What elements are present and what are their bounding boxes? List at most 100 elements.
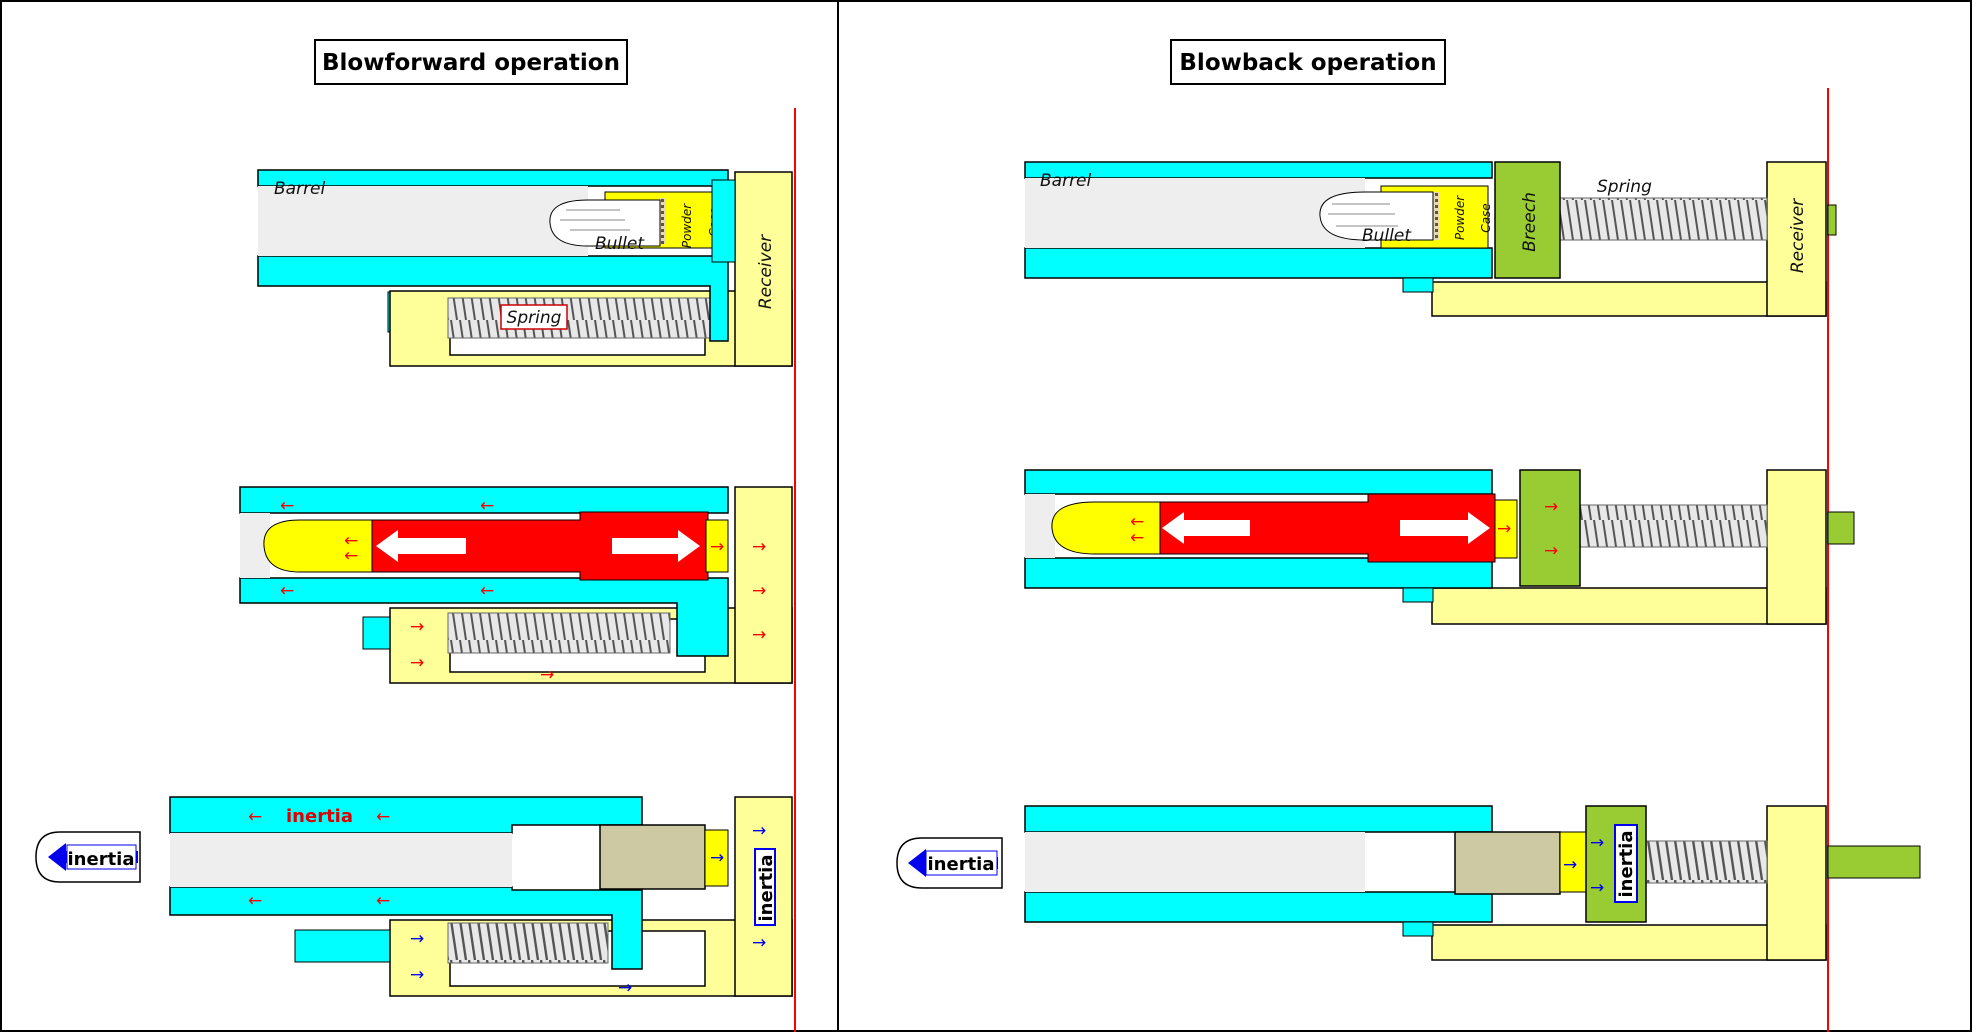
arrow: ←	[248, 891, 262, 911]
bore	[1025, 832, 1365, 892]
barrel-lug	[1402, 277, 1434, 293]
bullet-inertia-label: inertia	[68, 849, 135, 870]
case-head	[1494, 499, 1518, 559]
spring	[1559, 197, 1768, 241]
case-head	[705, 519, 729, 573]
breech-block	[1494, 161, 1561, 279]
arrow: ←	[480, 496, 494, 516]
breech-label: Breech	[1520, 192, 1540, 252]
bore	[258, 186, 588, 256]
powder-label: Powder	[1453, 195, 1467, 240]
arrow: ←	[480, 581, 494, 601]
gas-arrow-forward	[1162, 512, 1250, 544]
barrel-label: Barrel	[1040, 171, 1092, 191]
right-panel-title: Blowback operation	[1170, 39, 1446, 85]
arrow: →	[410, 929, 424, 949]
arrow: ←	[1130, 528, 1144, 548]
inertia-box	[1614, 824, 1638, 903]
barrel-top	[169, 796, 643, 834]
propellant-gas	[371, 511, 709, 581]
arrow: ←	[1130, 512, 1144, 532]
spring-compressed	[447, 922, 609, 964]
bore	[1025, 494, 1055, 558]
barrel-top	[1024, 469, 1493, 495]
spent-case	[1454, 831, 1561, 895]
barrel-bottom	[1024, 557, 1493, 589]
blowback-stage-1: Receiver Spring Bullet Powder Case Breec…	[1024, 161, 1837, 317]
barrel-lug	[1402, 921, 1434, 937]
powder	[660, 198, 666, 244]
case-label: Case	[1479, 203, 1493, 232]
arrow: ←	[376, 807, 390, 827]
powder	[1433, 192, 1439, 240]
bullet-label: Bullet	[595, 234, 645, 254]
arrow: ←	[376, 891, 390, 911]
arrow: →	[410, 653, 424, 673]
bullet	[1051, 501, 1161, 555]
inertia-box	[925, 850, 998, 876]
blowforward-stage-3: inertia inertia ← inertia ← ← ← → → → → …	[35, 796, 793, 998]
blowforward-stage-1: Spring Receiver Bullet Powder Case Barre…	[257, 169, 793, 367]
arrow: →	[540, 665, 554, 685]
bullet	[263, 519, 373, 573]
arrow: →	[710, 848, 724, 868]
blowback-stage-3: inertia inertia → → →	[896, 805, 1921, 961]
arrow: →	[752, 537, 766, 557]
arrow: →	[1544, 497, 1558, 517]
arrow: →	[752, 821, 766, 841]
barrel-top	[1024, 161, 1493, 179]
arrow: →	[710, 537, 724, 557]
spring-label: Spring	[1597, 177, 1652, 197]
barrel-top	[257, 169, 729, 187]
barrel-bottom	[1024, 247, 1493, 279]
arrow: →	[410, 965, 424, 985]
gas-arrow-forward	[376, 530, 466, 562]
barrel-label: Barrel	[274, 179, 326, 199]
spring	[447, 612, 671, 654]
spring	[1579, 504, 1768, 548]
inertia-box	[66, 844, 137, 870]
breech-rod-tip	[1827, 204, 1837, 236]
bore	[170, 833, 512, 887]
spring	[447, 297, 711, 339]
barrel-bottom	[1024, 891, 1493, 923]
barrel-top	[1024, 805, 1493, 833]
bore	[1025, 178, 1365, 248]
arrow: ←	[280, 581, 294, 601]
bullet-label: Bullet	[1362, 226, 1412, 246]
arrow: →	[618, 978, 632, 998]
arrow: ←	[344, 531, 358, 551]
spring-label-box	[500, 304, 568, 330]
barrel-inertia-label: inertia	[286, 806, 353, 827]
gas-arrow-rearward	[612, 530, 700, 562]
receiver-upright	[734, 486, 793, 684]
blowback-stage-2: ← ← → → →	[1024, 469, 1855, 625]
breech-face	[711, 179, 736, 263]
barrel-lug	[362, 616, 394, 650]
barrel-lug	[1402, 587, 1434, 603]
arrow: ←	[344, 546, 358, 566]
receiver-upright	[734, 171, 793, 367]
svg-text:Blowforward operation: Blowforward operation	[322, 50, 620, 76]
blowforward-stage-2: ← ← ← ← ← ← → → → → → → →	[239, 486, 793, 685]
arrow: →	[1590, 833, 1604, 853]
spring-label: Spring	[507, 308, 562, 328]
spring-compressed	[1645, 840, 1768, 884]
arrow: →	[752, 933, 766, 953]
svg-text:Blowback operation: Blowback operation	[1179, 50, 1436, 76]
arrow: →	[1497, 519, 1511, 539]
arrow: →	[752, 625, 766, 645]
receiver-label: Receiver	[1788, 198, 1808, 273]
arrow: →	[1544, 541, 1558, 561]
breech-rod	[1827, 845, 1921, 879]
gas-arrow-rearward	[1400, 512, 1490, 544]
inertia-box	[754, 848, 776, 926]
arrow: ←	[248, 807, 262, 827]
arrow: →	[752, 581, 766, 601]
barrel-top	[239, 486, 729, 514]
barrel-bottom	[239, 577, 729, 657]
breech-block	[1519, 469, 1581, 587]
left-panel-title: Blowforward operation	[314, 39, 628, 85]
breech-inertia-label: inertia	[1616, 831, 1637, 898]
